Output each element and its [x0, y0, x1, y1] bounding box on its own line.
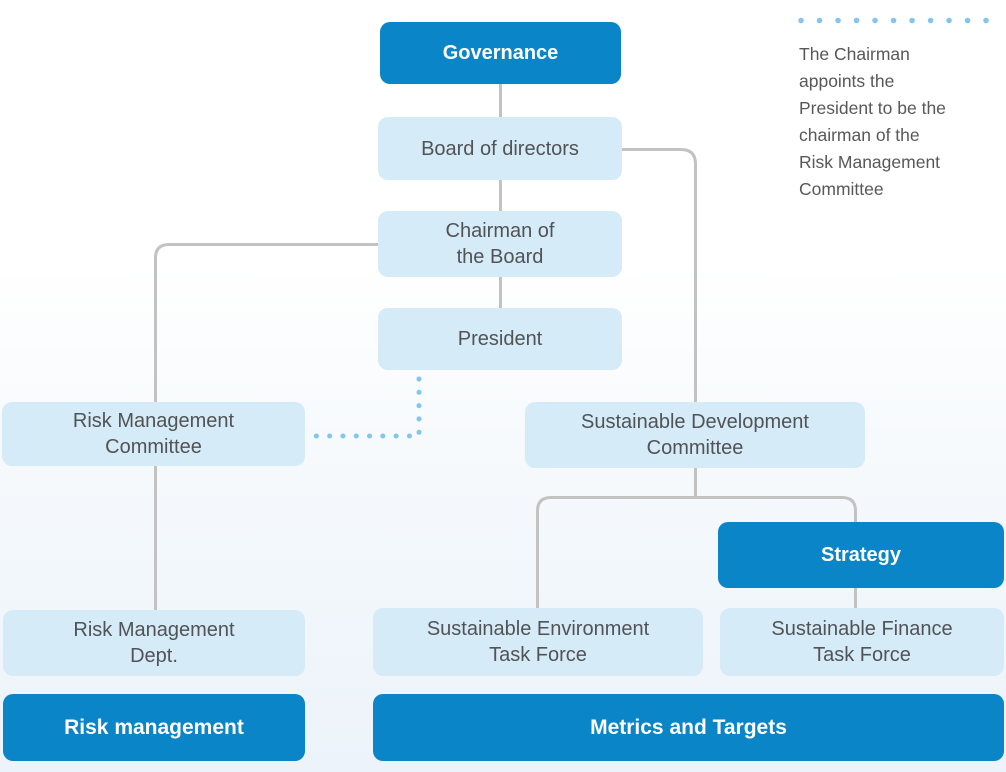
node-sustainable-environment-task-force: Sustainable Environment Task Force: [373, 608, 703, 676]
node-risk-management-dept: Risk Management Dept.: [3, 610, 305, 676]
connector-chairman-risk-branch: [154, 243, 378, 611]
connector-board-sustain-committee: [622, 148, 697, 402]
node-sustainable-development-committee: Sustainable Development Committee: [525, 402, 865, 468]
dotted-connector-president-risk-committee: [306, 376, 422, 439]
node-risk-management-dept-label: Risk Management Dept.: [73, 619, 235, 667]
node-board-of-directors: Board of directors: [378, 117, 622, 180]
node-strategy-label: Strategy: [820, 544, 902, 566]
bar-risk-management: Risk management: [3, 694, 305, 761]
node-governance-label: Governance: [442, 42, 559, 64]
node-strategy: Strategy: [718, 522, 1004, 588]
bar-metrics-and-targets-label: Metrics and Targets: [590, 715, 787, 739]
node-president-label: President: [457, 328, 543, 350]
node-sustainable-finance-task-force: Sustainable Finance Task Force: [720, 608, 1004, 676]
node-sustainable-finance-task-force-label: Sustainable Finance Task Force: [771, 618, 953, 666]
connector-sustain-committee-split: [536, 496, 857, 609]
node-risk-management-committee-label: Risk Management Committee: [72, 410, 235, 458]
node-risk-management-committee: Risk Management Committee: [2, 402, 305, 466]
node-board-of-directors-label: Board of directors: [421, 137, 579, 160]
node-sustainable-development-committee-label: Sustainable Development Committee: [581, 411, 809, 459]
node-governance: Governance: [380, 22, 621, 84]
bar-metrics-and-targets: Metrics and Targets: [373, 694, 1004, 761]
node-chairman-label: Chairman of the Board: [445, 220, 555, 268]
node-chairman-of-the-board: Chairman of the Board: [378, 211, 622, 277]
annotation-text: The Chairman appoints the President to b…: [799, 44, 946, 199]
node-sustainable-environment-task-force-label: Sustainable Environment Task Force: [426, 618, 650, 666]
node-president: President: [378, 308, 622, 370]
bar-risk-management-label: Risk management: [64, 715, 244, 739]
